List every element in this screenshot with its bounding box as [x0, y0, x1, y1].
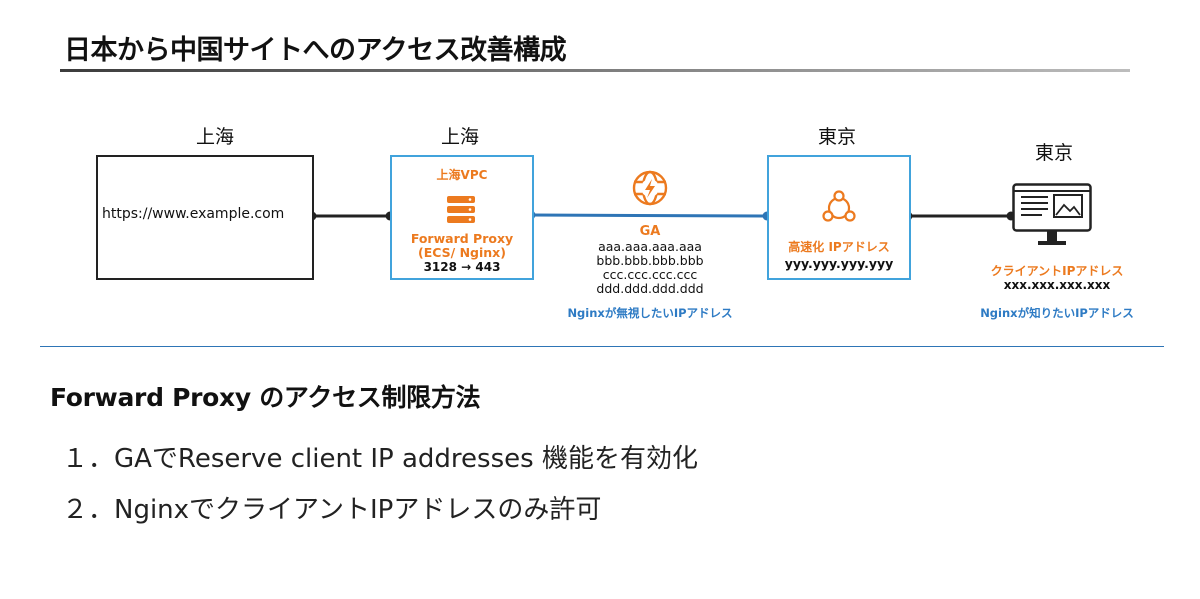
accelerated-ip-value: yyy.yyy.yyy.yyy: [784, 256, 894, 271]
region-label-tokyo-client: 東京: [1034, 142, 1073, 164]
page-title: 日本から中国サイトへのアクセス改善構成: [64, 35, 567, 66]
client-ip-label: クライアントIPアドレス: [990, 264, 1124, 278]
proxy-name: Forward Proxy: [410, 231, 514, 246]
region-label-shanghai-site: 上海: [195, 126, 234, 148]
server-icon: [447, 196, 475, 223]
ga-note: Nginxが無視したいIPアドレス: [567, 306, 733, 320]
ga-ip: ddd.ddd.ddd.ddd: [596, 281, 704, 296]
proxy-ports: 3128 → 443: [423, 260, 501, 274]
ga-label: GA: [639, 224, 661, 239]
proxy-tech: (ECS/ Nginx): [418, 245, 506, 260]
list-item: ２．NginxでクライアントIPアドレスのみ許可: [62, 495, 602, 525]
client-note: Nginxが知りたいIPアドレス: [980, 306, 1134, 320]
globe-lightning-icon: [632, 170, 668, 206]
desktop-monitor-icon: [1012, 183, 1092, 245]
website-url: https://www.example.com: [102, 206, 285, 222]
list-item: １．GAでReserve client IP addresses 機能を有効化: [62, 444, 698, 474]
region-label-shanghai-vpc: 上海: [440, 126, 479, 148]
accelerated-ip-label: 高速化 IPアドレス: [788, 240, 890, 254]
section-title: Forward Proxy のアクセス制限方法: [50, 383, 481, 412]
website-box: [96, 155, 314, 280]
ga-ip: aaa.aaa.aaa.aaa: [598, 239, 702, 254]
vpc-label: 上海VPC: [436, 168, 488, 182]
region-label-tokyo-ga: 東京: [817, 126, 856, 148]
ga-ip-list: aaa.aaa.aaa.aaa bbb.bbb.bbb.bbb ccc.ccc.…: [575, 240, 725, 296]
connector-proxy-ga: [530, 213, 768, 218]
ga-ip: bbb.bbb.bbb.bbb: [596, 253, 704, 268]
ga-ip: ccc.ccc.ccc.ccc: [602, 267, 698, 282]
section-divider: [40, 346, 1164, 347]
title-divider: [60, 69, 1130, 72]
client-ip-value: xxx.xxx.xxx.xxx: [1003, 278, 1111, 292]
network-nodes-icon: [822, 190, 856, 222]
